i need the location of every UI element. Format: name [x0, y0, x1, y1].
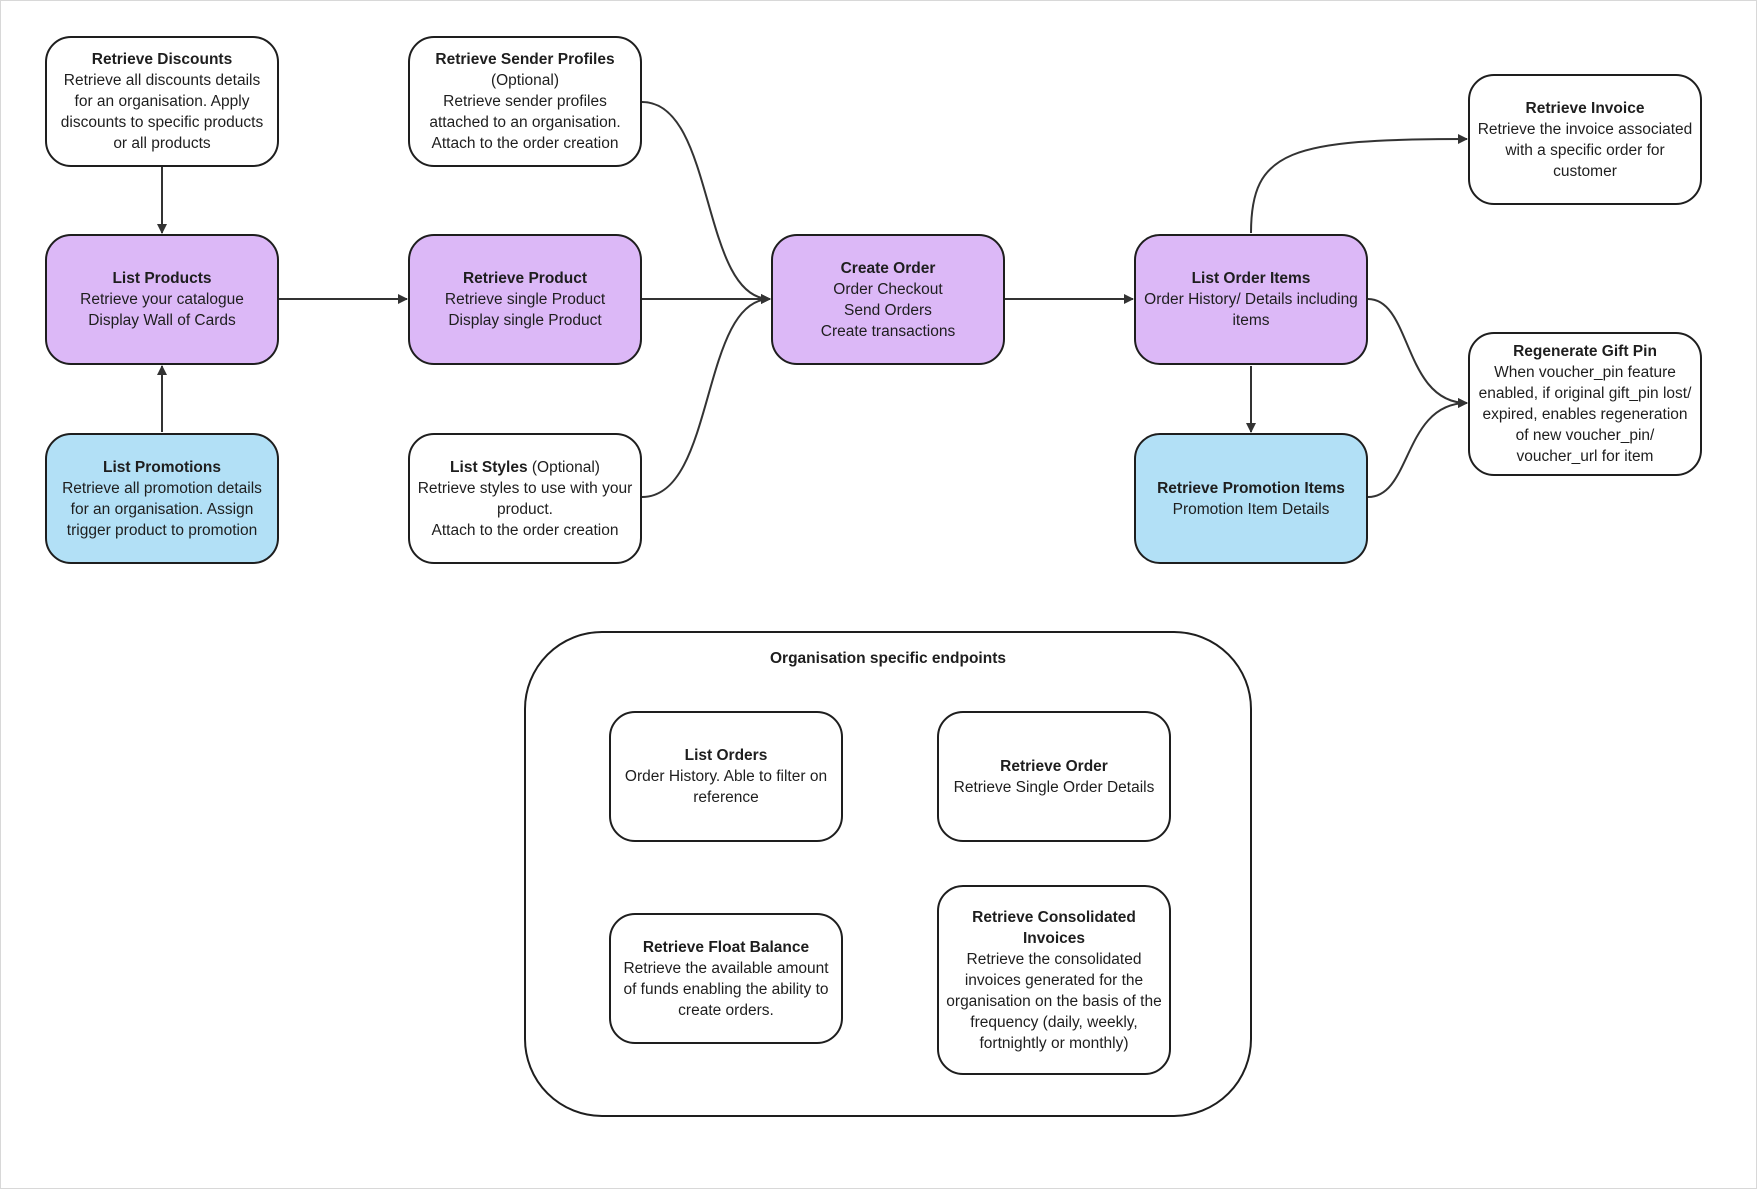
edge-sender-to-order [641, 101, 771, 304]
node-desc: Send Orders [844, 301, 932, 319]
node-retrieve-float-balance[interactable]: Retrieve Float Balance Retrieve the avai… [609, 913, 843, 1044]
node-desc: Promotion Item Details [1172, 500, 1330, 518]
node-retrieve-sender-profiles[interactable]: Retrieve Sender Profiles (Optional) Retr… [408, 36, 642, 167]
node-desc: Retrieve the consolidated invoices gener… [946, 950, 1162, 1052]
node-desc: Retrieve all promotion details for an or… [62, 479, 262, 539]
node-list-products[interactable]: List Products Retrieve your catalogue Di… [45, 234, 279, 365]
node-list-order-items[interactable]: List Order Items Order History/ Details … [1134, 234, 1368, 365]
node-retrieve-consolidated-invoices[interactable]: Retrieve Consolidated Invoices Retrieve … [937, 885, 1171, 1075]
node-title: List Order Items [1191, 270, 1311, 287]
node-title-suffix: (Optional) [527, 458, 600, 476]
node-desc: Retrieve styles to use with your product… [417, 479, 633, 518]
node-title: Retrieve Product [462, 270, 588, 287]
node-desc: Retrieve Single Order Details [953, 778, 1155, 796]
edge-styles-to-order [641, 294, 771, 498]
node-desc: Create transactions [820, 322, 956, 340]
node-desc: Attach to the order creation [431, 521, 619, 539]
node-desc: When voucher_pin feature enabled, if ori… [1478, 364, 1692, 465]
node-retrieve-order[interactable]: Retrieve Order Retrieve Single Order Det… [937, 711, 1171, 842]
node-list-styles[interactable]: List Styles (Optional) Retrieve styles t… [408, 433, 642, 564]
node-title: Retrieve Invoice [1525, 99, 1645, 117]
node-desc: (Optional) [490, 72, 560, 89]
node-title-line: List Styles (Optional) [450, 457, 600, 478]
node-title: Retrieve Order [1000, 757, 1108, 775]
node-title: Retrieve Discounts [91, 51, 233, 68]
node-retrieve-invoice[interactable]: Retrieve Invoice Retrieve the invoice as… [1468, 74, 1702, 205]
node-list-orders[interactable]: List Orders Order History. Able to filte… [609, 711, 843, 842]
node-title: Retrieve Sender Profiles [435, 51, 615, 68]
node-desc: Display single Product [448, 312, 602, 329]
node-title: Regenerate Gift Pin [1513, 343, 1657, 360]
node-list-promotions[interactable]: List Promotions Retrieve all promotion d… [45, 433, 279, 564]
node-desc: Order History. Able to filter on referen… [624, 768, 828, 806]
node-desc: Order History/ Details including items [1144, 291, 1358, 329]
node-desc: Retrieve all discounts details for an or… [60, 72, 264, 152]
node-title: List Products [112, 270, 212, 287]
node-desc: Attach to the order creation [431, 135, 619, 152]
edge-items-to-giftpin [1367, 298, 1468, 408]
node-title: Retrieve Float Balance [642, 938, 810, 956]
edge-items-to-invoice [1250, 134, 1468, 234]
node-title: List Promotions [103, 458, 221, 476]
node-title: List Styles [450, 458, 528, 476]
node-title: List Orders [684, 747, 768, 764]
node-regenerate-gift-pin[interactable]: Regenerate Gift Pin When voucher_pin fea… [1468, 332, 1702, 476]
node-desc: Retrieve single Product [444, 291, 606, 308]
node-retrieve-promotion-items[interactable]: Retrieve Promotion Items Promotion Item … [1134, 433, 1368, 564]
node-desc: Retrieve your catalogue [80, 291, 244, 308]
org-group-title: Organisation specific endpoints [770, 650, 1006, 667]
node-title: Retrieve Consolidated Invoices [972, 908, 1136, 947]
node-desc: Display Wall of Cards [88, 312, 236, 329]
node-desc: Retrieve the invoice associated with a s… [1477, 120, 1693, 180]
node-title: Create Order [840, 259, 936, 277]
node-title: Retrieve Promotion Items [1157, 479, 1345, 497]
edge-promoitems-to-giftpin [1367, 398, 1468, 498]
node-desc: Retrieve sender profiles attached to an … [429, 93, 621, 131]
node-retrieve-discounts[interactable]: Retrieve Discounts Retrieve all discount… [45, 36, 279, 167]
node-desc: Order Checkout [833, 280, 943, 298]
node-create-order[interactable]: Create Order Order Checkout Send Orders … [771, 234, 1005, 365]
node-desc: Retrieve the available amount of funds e… [623, 959, 829, 1019]
node-retrieve-product[interactable]: Retrieve Product Retrieve single Product… [408, 234, 642, 365]
